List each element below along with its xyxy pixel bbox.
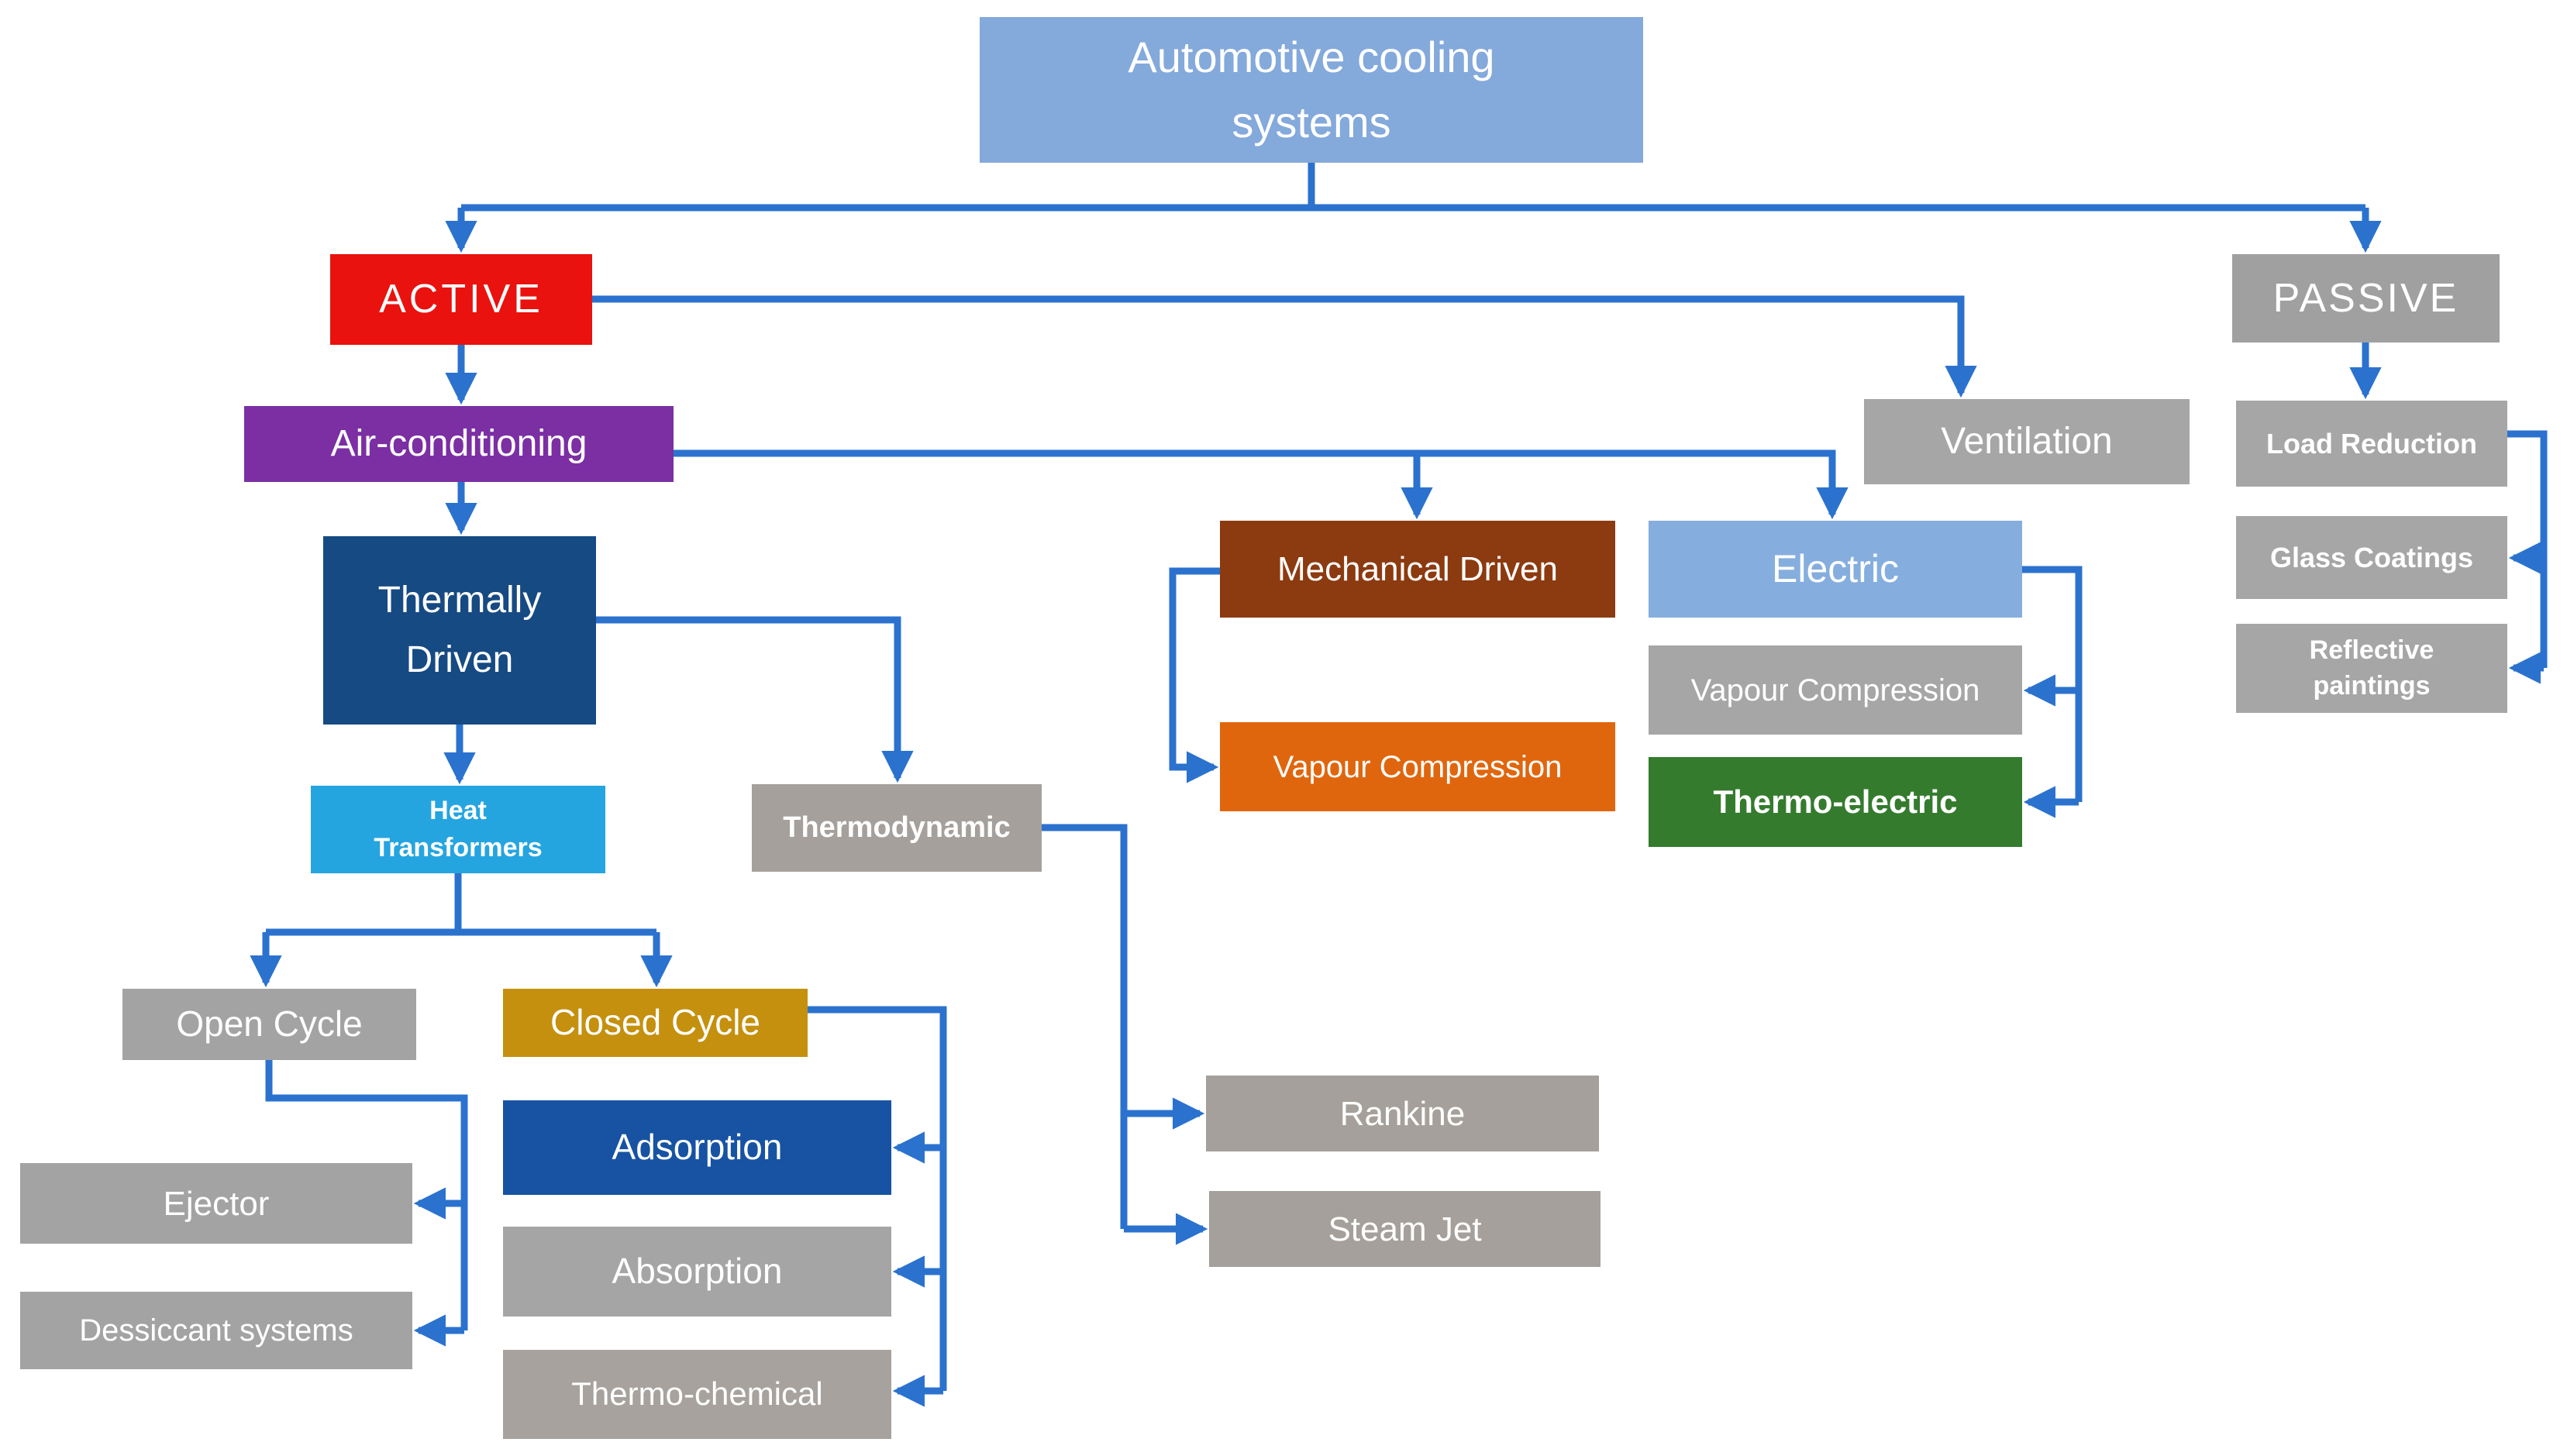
node-thermally-driven-label: Thermally Driven [377,579,542,680]
node-mechanical-driven-label: Mechanical Driven [1277,550,1558,588]
node-glass-coatings-label: Glass Coatings [2269,542,2474,573]
connector-paths [250,163,2548,1407]
node-passive: PASSIVE [2232,254,2500,342]
node-adsorption: Adsorption [503,1100,891,1195]
node-dessiccant-systems-label: Dessiccant systems [79,1313,353,1348]
node-glass-coatings: Glass Coatings [2236,516,2507,599]
node-vapour-compression-electric-label: Vapour Compression [1690,673,1980,707]
node-air-conditioning: Air-conditioning [244,406,674,482]
node-reflective-paintings-label: Reflective paintings [2309,635,2434,700]
node-closed-cycle: Closed Cycle [503,989,808,1057]
node-rankine: Rankine [1206,1076,1599,1151]
node-load-reduction-label: Load Reduction [2266,428,2477,460]
node-ejector: Ejector [20,1163,412,1244]
node-ejector-label: Ejector [163,1184,270,1223]
node-electric: Electric [1649,521,2022,618]
node-thermo-chemical-label: Thermo-chemical [571,1375,823,1413]
node-closed-cycle-label: Closed Cycle [550,1002,760,1043]
node-thermo-electric: Thermo-electric [1649,757,2022,847]
node-active-label: ACTIVE [379,277,543,322]
node-passive-label: PASSIVE [2272,275,2459,321]
node-automotive-cooling-systems: Automotive cooling systems [980,17,1643,163]
node-adsorption-label: Adsorption [612,1127,783,1168]
node-vapour-compression-mechanical-label: Vapour Compression [1273,749,1563,784]
node-vapour-compression-mechanical: Vapour Compression [1220,722,1615,811]
node-automotive-cooling-systems-label: Automotive cooling systems [1128,33,1495,146]
node-thermo-electric-label: Thermo-electric [1713,783,1958,820]
node-heat-transformers: Heat Transformers [311,786,605,873]
node-absorption-label: Absorption [612,1251,783,1292]
node-vapour-compression-electric: Vapour Compression [1649,645,2022,735]
node-thermodynamic-label: Thermodynamic [783,811,1011,844]
node-heat-transformers-label: Heat Transformers [374,795,543,862]
node-air-conditioning-label: Air-conditioning [330,423,587,464]
node-steam-jet-label: Steam Jet [1328,1210,1482,1248]
node-rankine-label: Rankine [1339,1094,1466,1133]
node-absorption: Absorption [503,1227,891,1317]
node-thermally-driven: Thermally Driven [323,536,596,725]
node-dessiccant-systems: Dessiccant systems [20,1292,412,1369]
node-ventilation: Ventilation [1864,399,2190,484]
node-mechanical-driven: Mechanical Driven [1220,521,1615,618]
node-load-reduction: Load Reduction [2236,401,2507,487]
node-active: ACTIVE [330,254,592,345]
node-open-cycle-label: Open Cycle [176,1003,363,1045]
node-open-cycle: Open Cycle [122,989,416,1060]
node-steam-jet: Steam Jet [1209,1191,1600,1267]
node-electric-label: Electric [1772,547,1899,591]
node-thermodynamic: Thermodynamic [752,784,1042,872]
node-thermo-chemical: Thermo-chemical [503,1350,891,1439]
node-ventilation-label: Ventilation [1941,421,2113,462]
node-reflective-paintings: Reflective paintings [2236,624,2507,713]
